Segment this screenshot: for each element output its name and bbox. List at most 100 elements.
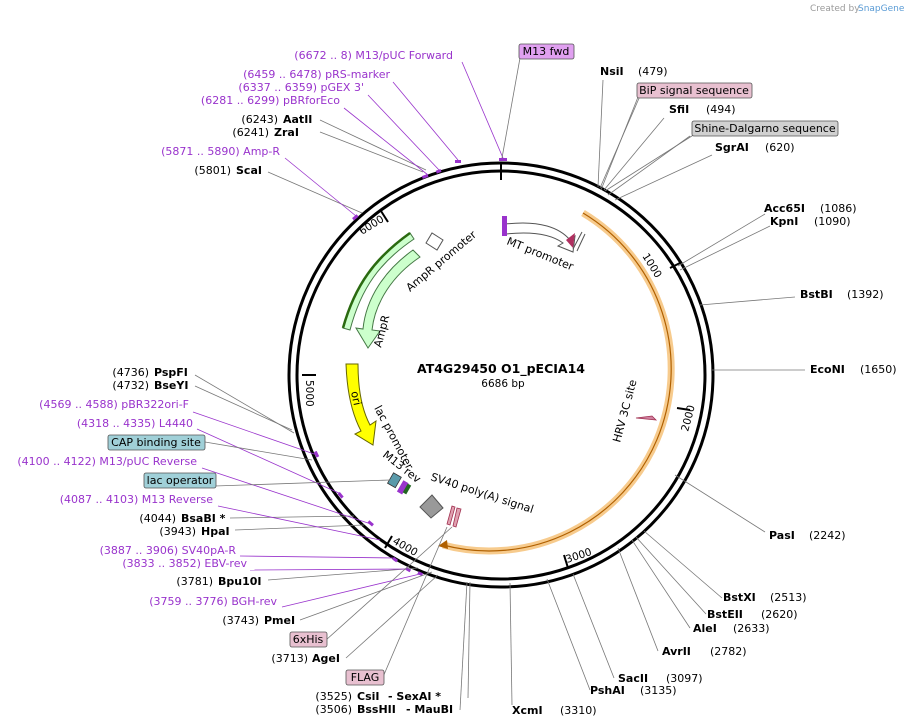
mt-primer-mark (502, 216, 507, 236)
site-pasi-name: PasI (769, 529, 795, 542)
site-pmei-name: PmeI (264, 614, 295, 627)
site-econi-pos: (1650) (860, 363, 897, 376)
site-labels-left: CsiI (3525) - SexAI * BssHII (3506) - Ma… (112, 113, 453, 716)
site-kpni-pos: (1090) (814, 215, 851, 228)
site-xcmi-pos: (3310) (560, 704, 597, 717)
site-acc65i-name: Acc65I (764, 202, 805, 215)
site-bstbi-name: BstBI (800, 288, 833, 301)
his-mark (452, 507, 462, 528)
site-csii-name: CsiI (357, 690, 379, 703)
primer-pbrfor: (6281 .. 6299) pBRforEco (201, 94, 340, 107)
site-bstxi-name: BstXI (723, 591, 756, 604)
credit-text: Created by (810, 4, 860, 14)
box-flag-label: FLAG (351, 671, 380, 684)
flag-mark (446, 505, 456, 526)
box-shine-label: Shine-Dalgarno sequence (694, 122, 835, 135)
site-labels-right: NsiI (479) SfiI (494) SgrAI (620) Acc65I… (512, 65, 897, 717)
site-csii-pair: - SexAI * (388, 690, 441, 703)
primer-bgh: (3759 .. 3776) BGH-rev (149, 595, 277, 608)
label-sv40: SV40 poly(A) signal (429, 470, 535, 516)
site-leader-lines (194, 79, 805, 711)
box-his: 6xHis (289, 631, 328, 648)
ampr-primer-band (341, 231, 411, 329)
primer-m13puc-rev: (4100 .. 4122) M13/pUC Reverse (17, 455, 197, 468)
m13-rev-green-mark (402, 483, 412, 495)
primer-m13-reverse: (4087 .. 4103) M13 Reverse (60, 493, 213, 506)
site-sgrai-name: SgrAI (715, 141, 749, 154)
box-bip-label: BiP signal sequence (639, 84, 749, 97)
plasmid-size: 6686 bp (481, 378, 525, 390)
site-bstxi-pos: (2513) (770, 591, 807, 604)
site-hpai-name: HpaI (201, 525, 230, 538)
label-hrv: HRV 3C site (610, 378, 639, 444)
mt-site-line-2 (576, 233, 586, 252)
box-shine: Shine-Dalgarno sequence (691, 120, 839, 137)
site-pspfi-pos: (4736) (112, 366, 149, 379)
box-flag: FLAG (345, 669, 385, 686)
site-bseyi-pos: (4732) (112, 379, 149, 392)
site-bpu10i-name: Bpu10I (218, 575, 262, 588)
box-leader-lines (204, 57, 696, 678)
primer-ampr: (5871 .. 5890) Amp-R (161, 145, 280, 158)
site-acc65i-pos: (1086) (820, 202, 857, 215)
site-pshai-pos: (3135) (640, 684, 677, 697)
site-csii-pos: (3525) (315, 690, 352, 703)
site-zrai-pos: (6241) (232, 126, 269, 139)
sv40-box (419, 494, 444, 519)
primer-prs: (6459 .. 6478) pRS-marker (243, 68, 390, 81)
site-bsteii-name: BstEII (707, 608, 743, 621)
site-sfii-pos: (494) (706, 103, 736, 116)
primer-m13-puc-fwd: (6672 .. 8) M13/pUC Forward (294, 49, 453, 62)
primer-sv40pa: (3887 .. 3906) SV40pA-R (100, 544, 237, 557)
site-sacii-pos: (3097) (666, 672, 703, 685)
site-bsteii-pos: (2620) (761, 608, 798, 621)
primer-pgex: (6337 .. 6359) pGEX 3' (238, 81, 364, 94)
box-lac-op-label: lac operator (147, 474, 214, 487)
site-kpni-name: KpnI (770, 215, 798, 228)
site-pspfi-name: PspFI (154, 366, 188, 379)
site-sgrai-pos: (620) (765, 141, 795, 154)
mt-feature-mark (566, 233, 575, 248)
site-nsii-name: NsiI (600, 65, 624, 78)
m13-rev-primer-mark (396, 480, 409, 495)
site-pasi-pos: (2242) (809, 529, 846, 542)
site-agei-name: AgeI (312, 652, 340, 665)
site-sfii-name: SfiI (669, 103, 689, 116)
box-cap: CAP binding site (107, 434, 206, 451)
ruler-ticks (302, 163, 691, 569)
site-scai-pos: (5801) (194, 164, 231, 177)
primer-labels: (6672 .. 8) M13/pUC Forward (6459 .. 647… (17, 49, 453, 608)
site-bstbi-pos: (1392) (847, 288, 884, 301)
site-scai-name: ScaI (236, 164, 262, 177)
mt-promoter-arrow (505, 222, 576, 253)
site-avrii-name: AvrII (662, 645, 691, 658)
box-cap-label: CAP binding site (111, 436, 201, 449)
orf-arc-arrowhead (438, 540, 448, 549)
site-avrii-pos: (2782) (710, 645, 747, 658)
ampr-arrow (355, 249, 421, 349)
credit-brand: SnapGene (858, 4, 905, 14)
site-agei-pos: (3713) (271, 652, 308, 665)
lac-operator-mark (386, 472, 402, 489)
mt-site-line-1 (572, 231, 583, 250)
box-m13-fwd-label: M13 fwd (523, 45, 570, 58)
site-bsshii-pair: - MauBI (406, 703, 453, 716)
primer-marks (313, 158, 507, 577)
site-hpai-pos: (3943) (159, 525, 196, 538)
site-xcmi-name: XcmI (512, 704, 543, 717)
site-bpu10i-pos: (3781) (176, 575, 213, 588)
tick-5000: 5000 (303, 380, 315, 407)
site-bsshii-pos: (3506) (315, 703, 352, 716)
box-bip: BiP signal sequence (636, 82, 753, 99)
ampr-promoter-box (425, 232, 444, 251)
primer-l4440: (4318 .. 4335) L4440 (77, 417, 193, 430)
ori-arrow (345, 363, 377, 446)
site-bsshii-name: BssHII (357, 703, 396, 716)
site-econi-name: EcoNI (810, 363, 845, 376)
box-m13-fwd: M13 fwd (518, 43, 575, 60)
box-his-label: 6xHis (293, 633, 324, 646)
primer-ebv: (3833 .. 3852) EBV-rev (122, 557, 247, 570)
orf-arc (442, 212, 672, 552)
hrv-mark (635, 415, 658, 421)
